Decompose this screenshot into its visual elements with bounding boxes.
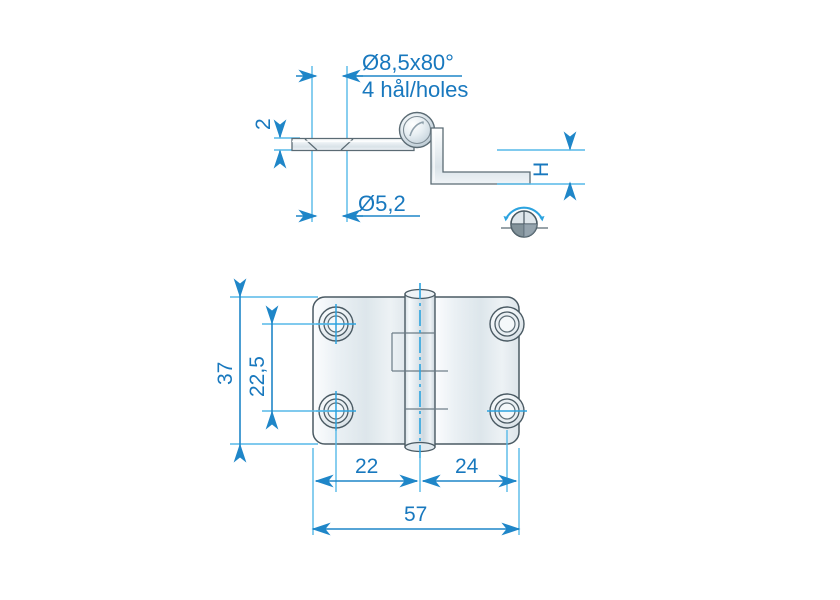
left-leaf-width-label: 22 xyxy=(355,455,378,478)
flat-leaf-profile xyxy=(291,137,415,152)
swivel-rotation-symbol xyxy=(501,206,548,238)
hole-top-right xyxy=(489,306,525,342)
offset-height-dimension xyxy=(497,131,585,201)
holes-count-label: 4 hål/holes xyxy=(362,77,468,102)
pilot-hole-label: Ø5,2 xyxy=(358,191,406,216)
overall-width-label: 57 xyxy=(404,503,427,526)
offset-height-label: H xyxy=(530,162,553,177)
side-elevation-view: Ø8,5x80° 4 hål/holes 2 xyxy=(252,50,585,238)
hole-spacing-label: 22,5 xyxy=(246,356,269,397)
plan-top-view: 37 22,5 22 24 xyxy=(214,278,527,536)
bent-leaf-profile xyxy=(430,127,531,185)
overall-height-label: 37 xyxy=(214,362,237,385)
countersink-spec-label: Ø8,5x80° xyxy=(362,50,454,75)
right-leaf-width-label: 24 xyxy=(455,455,479,478)
hinge-knuckle-section xyxy=(398,111,436,149)
thickness-dimension-label: 2 xyxy=(252,118,275,130)
